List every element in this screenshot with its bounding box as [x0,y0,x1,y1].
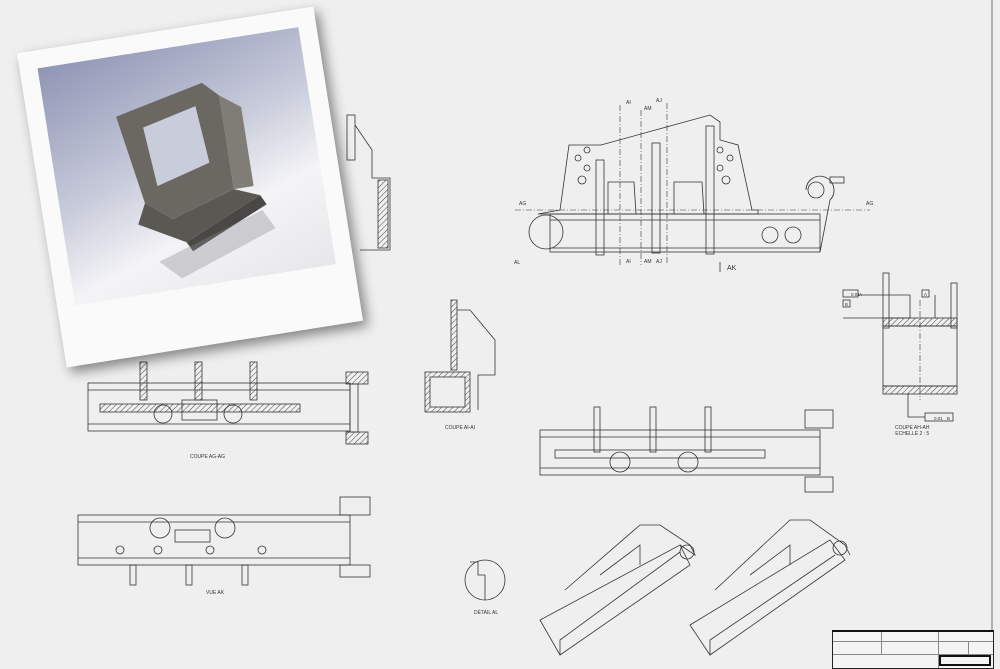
tolerance-frames: 0.01 A B A 0.01 B [845,292,950,421]
section-ah-name: COUPE AH-AH [895,425,930,431]
view-ak-title: VUE AK [206,590,225,596]
detail-al-title: DÉTAIL AL [474,610,499,616]
svg-text:AM: AM [644,259,652,265]
svg-text:AI: AI [626,259,631,265]
svg-text:0.01: 0.01 [851,292,860,297]
detail-al-view [464,559,506,601]
svg-text:AM: AM [644,106,652,112]
section-ag-title: COUPE AG-AG [190,454,226,460]
svg-text:A: A [859,292,862,297]
svg-text:B: B [947,416,950,421]
svg-text:AG: AG [519,201,526,207]
svg-text:AI: AI [626,100,631,106]
main-elevation-view [515,103,870,265]
svg-text:AK: AK [727,265,737,272]
section-ag-view [87,361,369,445]
isometric-views [539,519,851,656]
title-block [832,630,994,669]
side-view [346,114,391,251]
svg-text:AG: AG [866,201,873,207]
svg-text:AJ: AJ [656,98,662,104]
section-ai-view [424,299,496,413]
plan-view [539,406,834,493]
section-ah-view [842,272,958,422]
view-ak [77,496,371,586]
section-ai-title: COUPE AI-AI [445,425,476,431]
section-markers: AG AG AI AI AM AM AJ AJ AL AK [514,98,873,272]
svg-text:0.01: 0.01 [934,416,943,421]
section-ah-scale: ECHELLE 2 : 5 [895,431,930,437]
svg-text:A: A [924,292,927,297]
3d-render-photo [37,27,336,306]
svg-text:B: B [845,302,848,307]
3d-part-render [116,82,276,279]
section-ah-title: COUPE AH-AH ECHELLE 2 : 5 [895,425,929,437]
polaroid-photo [16,6,364,368]
svg-text:AL: AL [514,260,520,266]
svg-text:AJ: AJ [656,259,662,265]
